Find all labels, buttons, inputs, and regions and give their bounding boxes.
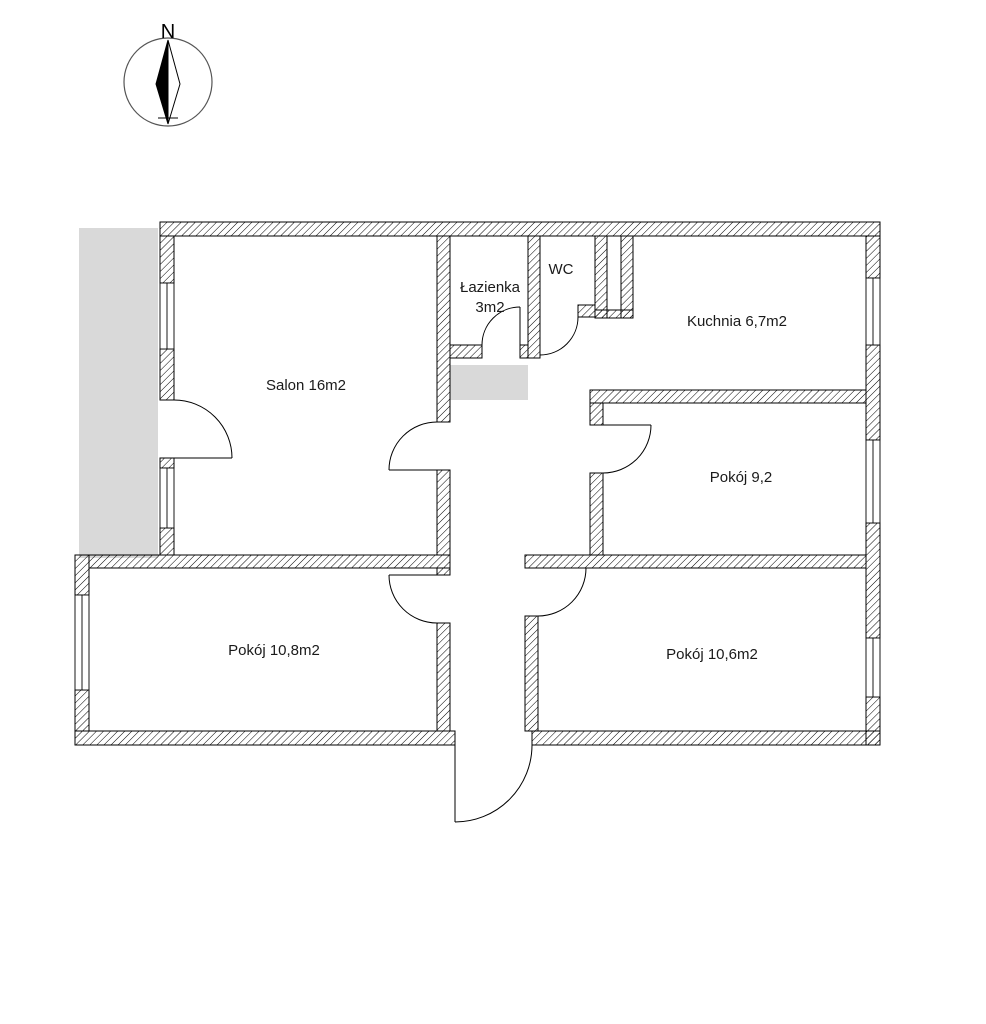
wall-segment [436,469,451,556]
wall-segment [865,522,881,639]
compass-needle-dark-half [155,39,169,125]
wall-segment [159,221,881,237]
duct-area [450,365,528,400]
room-label-lazienka-area: 3m2 [475,299,505,316]
door-wc [539,316,579,356]
room-label-lazienka: Łazienka 3m2 [460,278,520,319]
door-balcony [173,399,233,459]
window-pokoj-10-8 [74,594,90,691]
wall-segment [594,309,634,319]
wall-segment [449,344,483,359]
room-label-lazienka-name: Łazienka [459,278,521,296]
wall-segment [74,689,90,732]
door-arc [481,306,521,346]
compass: N [123,21,213,127]
room-label-salon: Salon 16m2 [265,376,347,394]
wall-segment [159,527,175,556]
wall-segment [594,235,608,319]
window-salon-1 [159,282,175,350]
door-lazienka [481,306,521,346]
door-pokoj-10-8 [388,574,438,624]
room-label-pokoj-10-8: Pokój 10,8m2 [228,641,320,659]
door-pokoj-9-2 [602,424,652,474]
windows [74,277,881,698]
wall-segment [436,622,451,732]
door-arc [539,316,579,356]
compass-north-label: N [161,21,175,43]
window-pokoj-10-6 [865,637,881,698]
wall-segment [865,344,881,441]
wall-segment [589,389,867,404]
wall-segment [436,235,451,423]
door-salon [388,421,438,471]
wall-segment [531,730,881,746]
door-pokoj-10-6 [537,567,587,617]
door-arc [388,574,438,624]
compass-needle-light-half [167,39,181,125]
room-label-pokoj-10-6: Pokój 10,6m2 [666,645,758,663]
balcony-area [79,228,158,558]
wall-segment [524,554,867,569]
wall-segment [865,235,881,279]
wall-segment [620,235,634,319]
window-pokoj-9-2 [865,439,881,524]
door-arc [454,744,533,823]
wall-segment [519,344,529,359]
wall-segment [589,402,604,426]
wall-segment [589,472,604,556]
door-arc [602,424,652,474]
wall-segment [159,235,175,284]
wall-segment [577,304,596,318]
room-label-kuchnia: Kuchnia 6,7m2 [686,312,788,330]
wall-segment [74,730,456,746]
wall-segment [159,457,175,469]
wall-segment [159,348,175,401]
door-arc [173,399,233,459]
window-kuchnia [865,277,881,346]
wall-segment [88,554,451,569]
compass-ring [123,37,213,127]
doors [173,306,652,823]
door-arc [388,421,438,471]
wall-segment [74,554,90,596]
room-label-wc: WC [548,260,574,278]
door-entry [454,744,533,823]
wall-segment [524,615,539,732]
walls [74,221,881,746]
door-arc [537,567,587,617]
room-label-pokoj-9-2: Pokój 9,2 [709,468,773,486]
wall-segment [436,567,451,576]
wall-segment [527,235,541,359]
window-salon-2 [159,467,175,529]
